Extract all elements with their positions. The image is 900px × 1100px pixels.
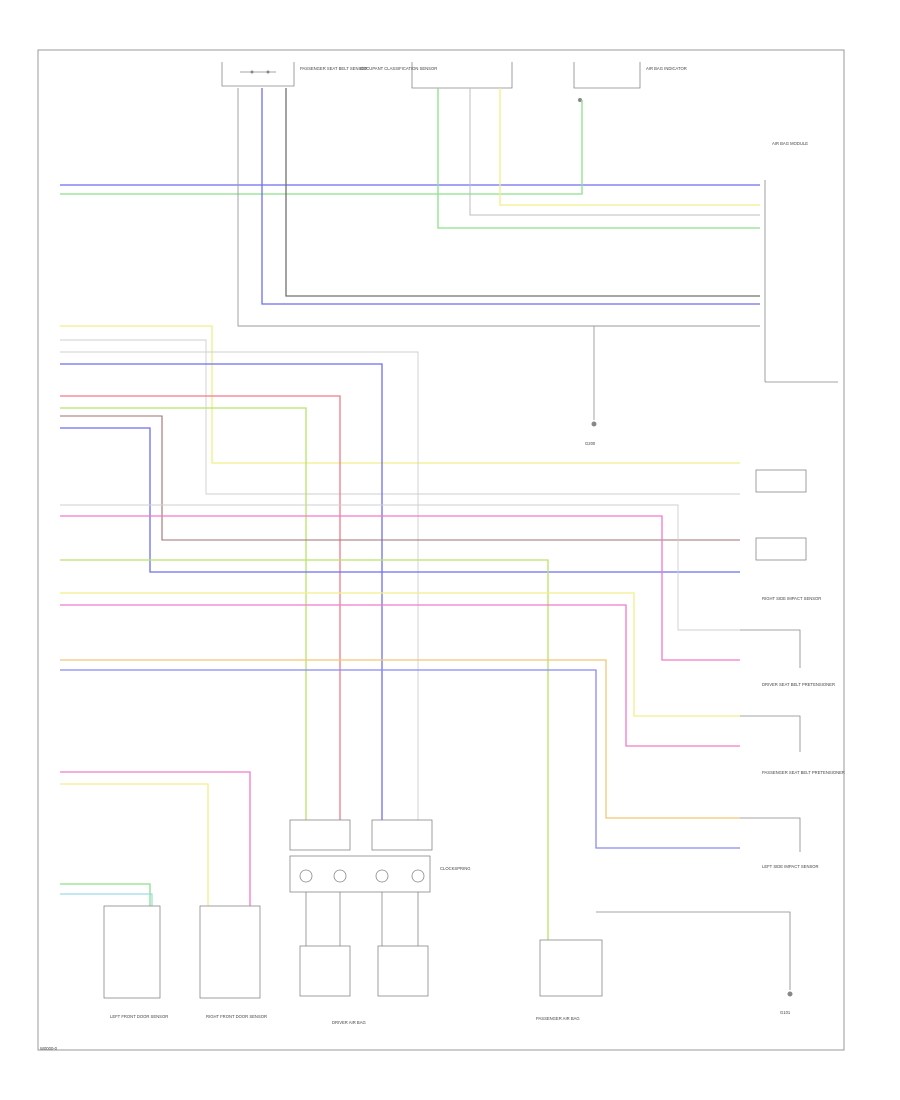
wire-pink-2: [60, 604, 740, 747]
wire-dark-1: [285, 88, 760, 297]
wire-blue-4: [60, 427, 740, 573]
wire-gray-2: [237, 88, 760, 327]
wire-green-2: [60, 407, 307, 820]
wire-red-1: [60, 395, 341, 820]
wire-gray-sensor: [469, 88, 760, 216]
driver-pretensioner-label: DRIVER SEAT BELT PRETENSIONER: [762, 682, 835, 687]
wire-blue-2: [261, 88, 760, 305]
door-sensors: LEFT FRONT DOOR SENSOR RIGHT FRONT DOOR …: [103, 905, 267, 1019]
passenger-pretensioner-label: PASSENGER SEAT BELT PRETENSIONER: [762, 770, 845, 775]
wire-pink-1: [60, 515, 740, 661]
side-impact-right-label: RIGHT SIDE IMPACT SENSOR: [762, 596, 821, 601]
wire-gray-4: [60, 351, 419, 820]
right-door-sensor-label: RIGHT FRONT DOOR SENSOR: [206, 1014, 267, 1019]
wire-green-3: [60, 559, 549, 940]
top-right-sensor: AIR BAG INDICATOR: [573, 62, 687, 102]
wire-gray-3: [60, 339, 740, 495]
top-right-sensor-label: AIR BAG INDICATOR: [646, 66, 687, 71]
airbag-module-label: AIR BAG MODULE: [772, 141, 808, 146]
wire-blue-3: [60, 363, 383, 820]
diagram-frame: [37, 49, 845, 1051]
ground2-label: G101: [780, 1010, 791, 1015]
wire-cyan-1: [60, 893, 153, 906]
wire-yellow-1: [60, 325, 740, 464]
top-left-sensor-label: PASSENGER SEAT BELT SENSOR: [300, 66, 368, 71]
top-middle-sensor-label: OCCUPANT CLASSIFICATION SENSOR: [360, 66, 437, 71]
passenger-airbag-label: PASSENGER AIR BAG: [536, 1016, 580, 1021]
right-switch-sensors: RIGHT SIDE IMPACT SENSOR DRIVER SEAT BEL…: [740, 469, 845, 869]
top-left-sensor: PASSENGER SEAT BELT SENSOR: [221, 62, 368, 87]
clockspring-label: CLOCKSPRING: [440, 866, 470, 871]
clockspring-block: CLOCKSPRING DRIVER AIR BAG: [289, 819, 470, 1025]
wire-gray-5: [60, 504, 740, 631]
wire-orange-1: [60, 659, 740, 819]
wire-yellow-sensor: [499, 88, 760, 206]
wire-yellow-3: [60, 783, 209, 906]
wire-pink-3: [60, 771, 251, 906]
driver-airbag-label: DRIVER AIR BAG: [332, 1020, 366, 1025]
wire-green-top: [60, 100, 583, 195]
wire-green-4: [60, 883, 151, 906]
top-middle-sensor: OCCUPANT CLASSIFICATION SENSOR: [360, 62, 513, 89]
wire-green-sensor: [437, 88, 760, 229]
left-door-sensor-label: LEFT FRONT DOOR SENSOR: [110, 1014, 168, 1019]
wire-yellow-2: [60, 592, 740, 717]
passenger-airbag-block: PASSENGER AIR BAG G101: [536, 911, 793, 1021]
ground-label: G200: [585, 441, 596, 446]
wire-blue-5: [60, 669, 740, 849]
footer-code: W0000-0: [40, 1046, 58, 1051]
airbag-module-box: AIR BAG MODULE: [764, 141, 838, 383]
wire-brown-1: [60, 415, 740, 541]
side-impact-left-label: LEFT SIDE IMPACT SENSOR: [762, 864, 819, 869]
